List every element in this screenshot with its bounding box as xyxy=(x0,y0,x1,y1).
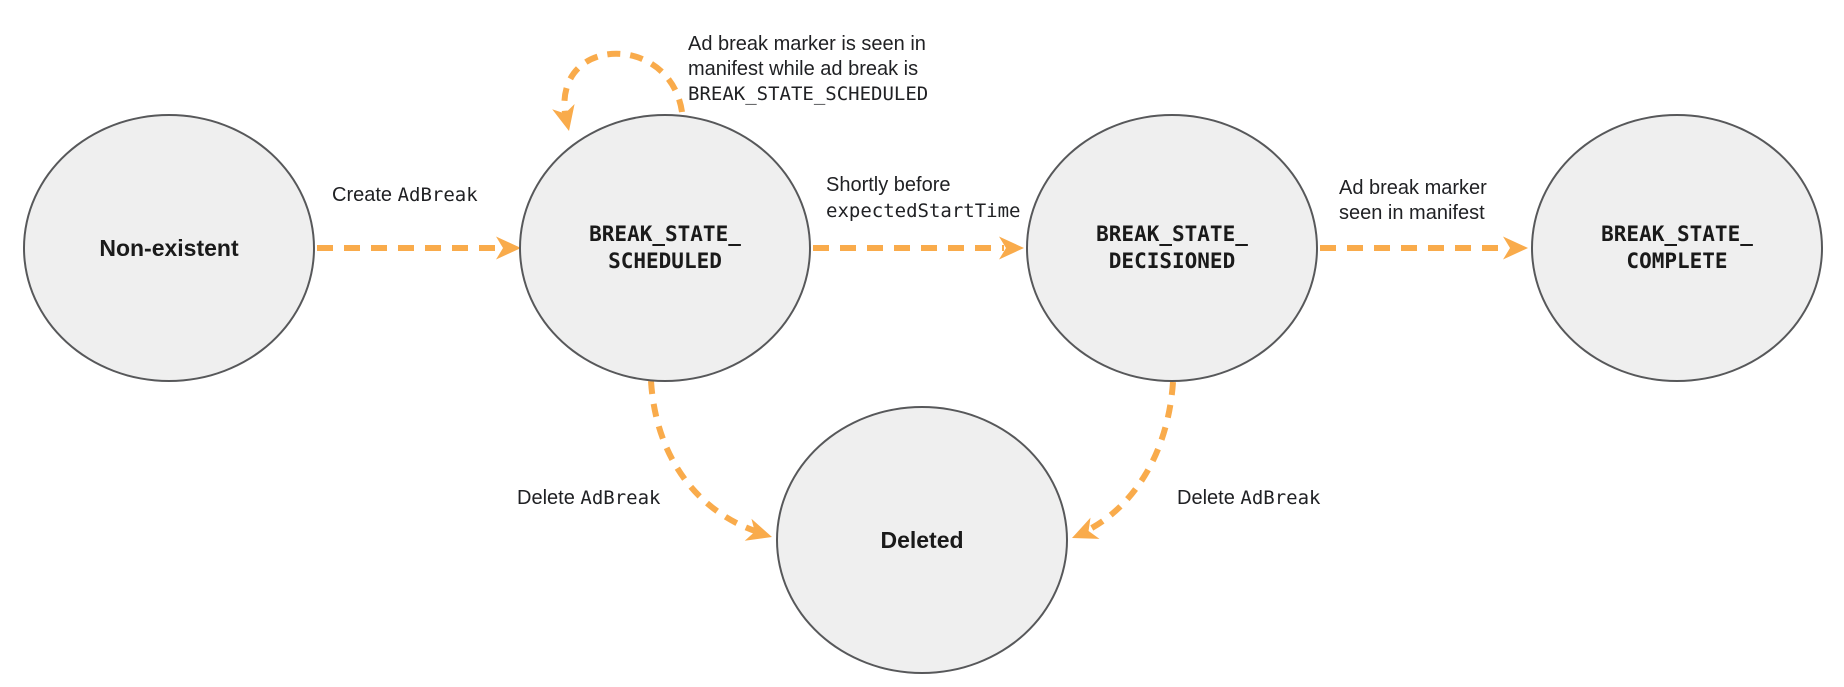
edge-decisioned-arrowhead xyxy=(999,236,1024,260)
state-node-non-existent: Non-existent xyxy=(23,114,315,382)
state-label-break-state-complete-line1: BREAK_STATE_ xyxy=(1601,222,1753,246)
edge-create-arrowhead xyxy=(496,236,521,260)
edge-label-delete-adbreak-left: Delete AdBreak xyxy=(517,486,660,511)
edge-label-delete-left-code: AdBreak xyxy=(580,487,661,509)
edge-complete-arrowhead xyxy=(1503,236,1528,260)
edge-label-shortly-plain: Shortly before xyxy=(826,174,951,196)
state-label-deleted: Deleted xyxy=(880,526,964,553)
state-label-break-state-complete-line2: COMPLETE xyxy=(1626,249,1728,273)
state-node-break-state-decisioned: BREAK_STATE_ DECISIONED xyxy=(1026,114,1318,382)
edge-label-marker-line1: Ad break marker xyxy=(1339,177,1487,199)
edge-label-delete-right-code: AdBreak xyxy=(1240,487,1321,509)
state-label-break-state-scheduled-line2: SCHEDULED xyxy=(608,249,722,273)
edge-delete-left-arrowhead xyxy=(744,518,772,541)
edge-selfloop-arrowhead xyxy=(552,104,575,131)
state-node-break-state-scheduled: BREAK_STATE_ SCHEDULED xyxy=(519,114,811,382)
edge-delete-right-arrowhead xyxy=(1072,517,1100,539)
state-label-non-existent: Non-existent xyxy=(99,234,239,261)
edge-selfloop-line xyxy=(561,50,685,125)
edge-label-selfloop-line2: manifest while ad break is xyxy=(688,58,919,80)
edge-label-delete-left-plain: Delete xyxy=(517,487,581,509)
state-node-deleted: Deleted xyxy=(776,406,1068,674)
state-label-break-state-scheduled-line1: BREAK_STATE_ xyxy=(589,222,741,246)
edge-label-create-adbreak: Create AdBreak xyxy=(332,183,478,208)
edge-label-selfloop-code: BREAK_STATE_SCHEDULED xyxy=(688,83,929,105)
state-label-break-state-decisioned-line2: DECISIONED xyxy=(1108,249,1236,273)
edge-label-marker-line2: seen in manifest xyxy=(1339,202,1485,224)
edge-label-selfloop: Ad break marker is seen in manifest whil… xyxy=(688,32,928,107)
edge-label-create-plain: Create xyxy=(332,184,398,206)
state-node-break-state-complete: BREAK_STATE_ COMPLETE xyxy=(1531,114,1823,382)
state-label-break-state-decisioned-line1: BREAK_STATE_ xyxy=(1096,222,1248,246)
edge-label-selfloop-line1: Ad break marker is seen in xyxy=(688,33,926,55)
edge-label-delete-adbreak-right: Delete AdBreak xyxy=(1177,486,1320,511)
edge-label-shortly-before: Shortly before expectedStartTime xyxy=(826,172,1020,224)
edge-delete-left-line xyxy=(648,380,765,537)
edge-delete-right-line xyxy=(1080,381,1176,536)
edge-label-shortly-code: expectedStartTime xyxy=(826,200,1021,222)
edge-label-create-code: AdBreak xyxy=(397,184,478,206)
edge-label-delete-right-plain: Delete xyxy=(1177,487,1241,509)
edge-label-marker-seen: Ad break marker seen in manifest xyxy=(1339,176,1487,226)
